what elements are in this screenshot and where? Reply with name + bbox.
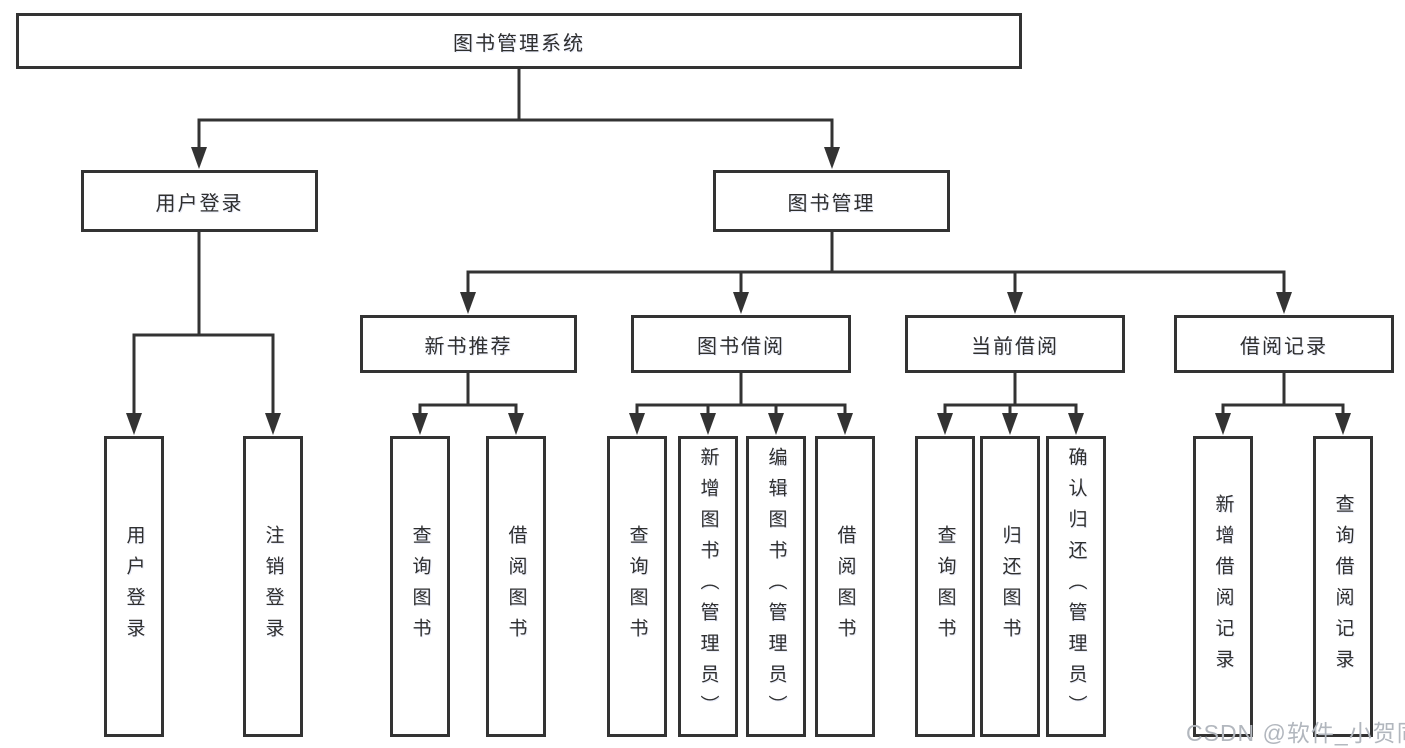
leaf-logout-label: 注销登录 [262, 524, 284, 649]
leaf-confirm-return-admin-label: 确认归还（管理员） [1065, 447, 1087, 726]
node-book-management: 图书管理 [713, 170, 950, 232]
node-new-book-recommendation: 新书推荐 [360, 315, 577, 373]
node-library-system: 图书管理系统 [16, 13, 1022, 69]
node-borrowing-records: 借阅记录 [1174, 315, 1394, 373]
leaf-add-books-admin-label: 新增图书（管理员） [697, 447, 719, 726]
leaf-add-borrow-record: 新增借阅记录 [1193, 436, 1253, 737]
leaf-borrow-books-label: 借阅图书 [834, 524, 856, 649]
node-book-borrowing: 图书借阅 [631, 315, 851, 373]
leaf-query-books-recommend-label: 查询图书 [409, 524, 431, 649]
leaf-confirm-return-admin: 确认归还（管理员） [1046, 436, 1106, 737]
csdn-watermark: CSDN @软件_小贺同学 [1186, 720, 1405, 746]
leaf-user-login: 用户登录 [104, 436, 164, 737]
arrowheads [126, 147, 1351, 435]
leaf-return-books: 归还图书 [980, 436, 1040, 737]
leaf-query-books-borrowing-label: 查询图书 [626, 524, 648, 649]
leaf-add-borrow-record-label: 新增借阅记录 [1212, 493, 1234, 680]
node-user-login: 用户登录 [81, 170, 318, 232]
leaf-add-books-admin: 新增图书（管理员） [678, 436, 738, 737]
leaf-query-books-current-label: 查询图书 [934, 524, 956, 649]
leaf-query-books-current: 查询图书 [915, 436, 975, 737]
leaf-query-books-borrowing: 查询图书 [607, 436, 667, 737]
leaf-user-login-label: 用户登录 [123, 524, 145, 649]
leaf-query-borrow-record: 查询借阅记录 [1313, 436, 1373, 737]
leaf-edit-books-admin-label: 编辑图书（管理员） [765, 447, 787, 726]
leaf-return-books-label: 归还图书 [999, 524, 1021, 649]
leaf-edit-books-admin: 编辑图书（管理员） [746, 436, 806, 737]
leaf-borrow-books-recommend: 借阅图书 [486, 436, 546, 737]
leaf-borrow-books: 借阅图书 [815, 436, 875, 737]
leaf-query-books-recommend: 查询图书 [390, 436, 450, 737]
leaf-logout: 注销登录 [243, 436, 303, 737]
node-current-borrowing: 当前借阅 [905, 315, 1125, 373]
leaf-query-borrow-record-label: 查询借阅记录 [1332, 493, 1354, 680]
leaf-borrow-books-recommend-label: 借阅图书 [505, 524, 527, 649]
